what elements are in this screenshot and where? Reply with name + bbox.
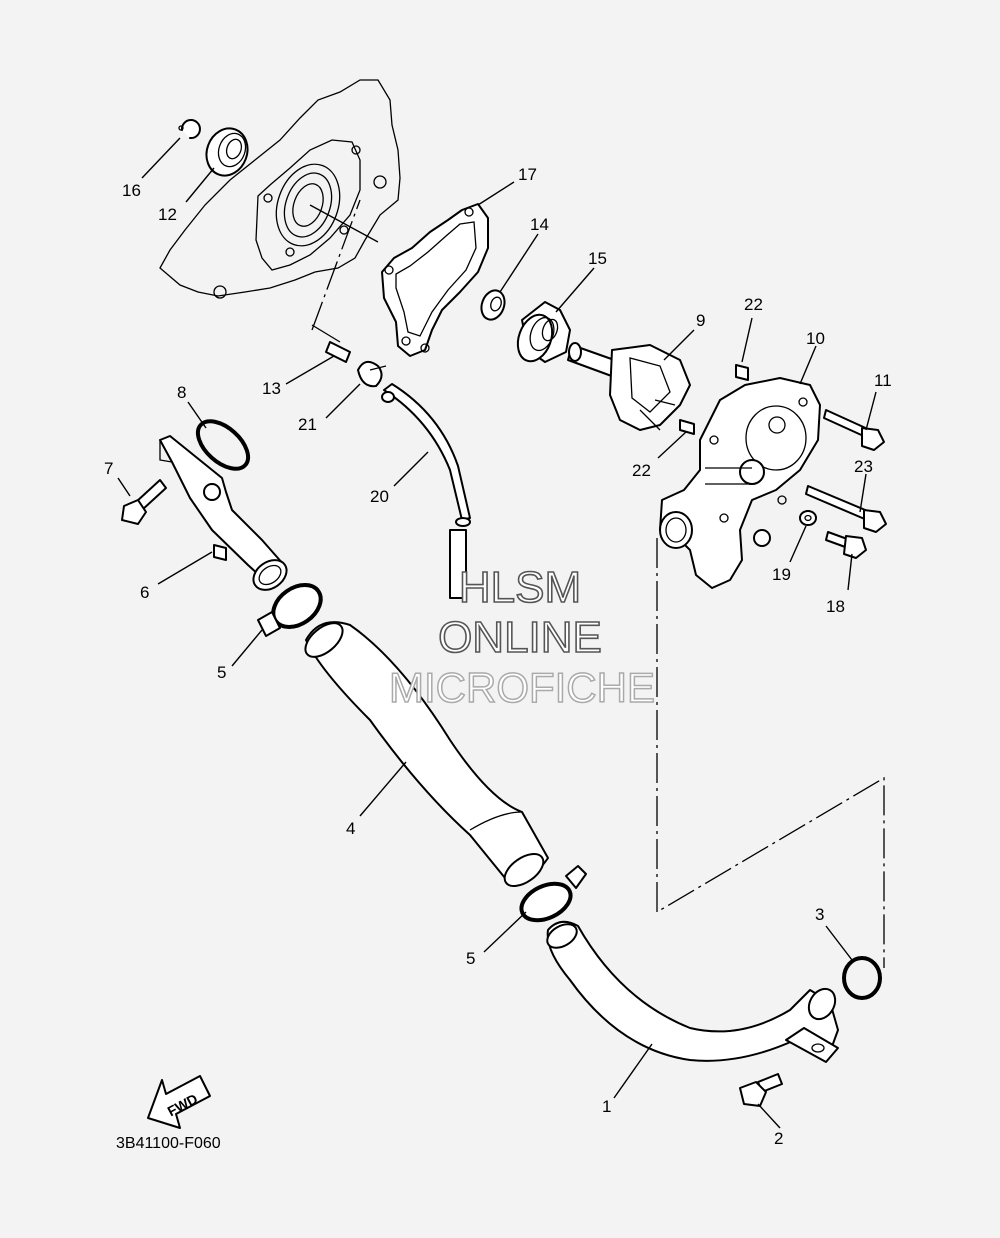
callout-10: 10 (806, 329, 825, 348)
diagram-code: 3B41100-F060 (116, 1135, 221, 1152)
hose-20 (381, 383, 471, 599)
callout-8: 8 (177, 383, 186, 402)
washer-19-small (753, 529, 771, 547)
callout-17: 17 (518, 165, 537, 184)
callout-labels: 1 2 3 4 5 5 6 7 8 9 10 11 12 13 14 15 16… (104, 165, 892, 1148)
watermark-line-2: ONLINE (438, 613, 602, 662)
washer-14 (480, 289, 506, 321)
hose-clamp-5-upper (257, 583, 323, 637)
callout-22-upper: 22 (744, 295, 763, 314)
dowel-pin-22-lower (679, 419, 695, 435)
bolt-11 (823, 409, 885, 451)
impeller-shaft-9 (567, 342, 691, 431)
leader-lines (117, 137, 877, 1129)
callout-20: 20 (370, 487, 389, 506)
bolt-7 (121, 479, 167, 525)
hose-clamp-21 (357, 360, 387, 388)
callout-9: 9 (696, 311, 705, 330)
watermark: HLSM ONLINE MICROFICHE (388, 562, 656, 712)
callout-23: 23 (854, 457, 873, 476)
fwd-arrow-icon: FWD (147, 1075, 211, 1129)
pump-housing-10 (659, 377, 821, 589)
callout-12: 12 (158, 205, 177, 224)
callout-19: 19 (772, 565, 791, 584)
gasket-17 (381, 203, 489, 357)
o-ring-3 (842, 956, 882, 1000)
callout-3: 3 (815, 905, 824, 924)
callout-18: 18 (826, 597, 845, 616)
watermark-line-1: HLSM (459, 563, 581, 612)
water-pipe-1 (546, 920, 839, 1063)
callout-21: 21 (298, 415, 317, 434)
callout-1: 1 (602, 1097, 611, 1116)
watermark-line-3: MICROFICHE (389, 664, 655, 711)
callout-7: 7 (104, 459, 113, 478)
washer-19 (799, 510, 817, 526)
callout-4: 4 (346, 819, 355, 838)
assembly-lines (311, 199, 885, 968)
pipe-joint-6 (159, 435, 288, 591)
circlip-16 (178, 119, 201, 140)
bolt-18 (825, 531, 867, 559)
mechanical-seal-15 (516, 301, 571, 363)
callout-5-lower: 5 (466, 949, 475, 968)
callout-2: 2 (774, 1129, 783, 1148)
crankcase-cover (159, 79, 401, 299)
callout-5-upper: 5 (217, 663, 226, 682)
callout-13: 13 (262, 379, 281, 398)
dowel-pin-22-upper (735, 364, 749, 381)
bolt-23 (805, 485, 887, 533)
bolt-2 (739, 1073, 783, 1107)
callout-15: 15 (588, 249, 607, 268)
callout-11: 11 (874, 371, 892, 390)
hose-clamp-5-lower (519, 865, 587, 923)
callout-16: 16 (122, 181, 141, 200)
hose-4 (304, 621, 549, 887)
callout-22-lower: 22 (632, 461, 651, 480)
callout-6: 6 (140, 583, 149, 602)
callout-14: 14 (530, 215, 549, 234)
o-ring-8 (195, 419, 251, 471)
bearing-12 (205, 127, 249, 177)
pin-13 (311, 324, 351, 363)
